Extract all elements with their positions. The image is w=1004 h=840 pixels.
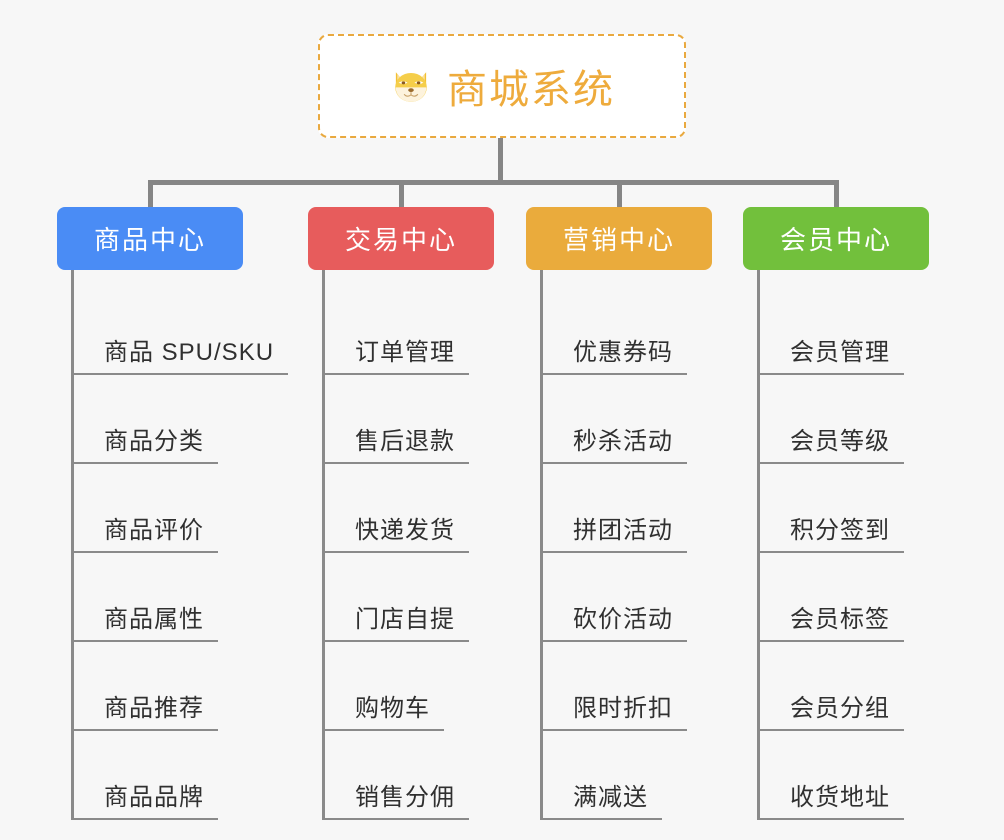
branch-column-product-center: 商品中心 商品 SPU/SKU 商品分类 商品评价 商品属性 商品推荐 商品品牌 bbox=[57, 207, 289, 820]
leaf-label: 售后退款 bbox=[355, 428, 455, 455]
leaf-item[interactable]: 收货地址 bbox=[760, 731, 929, 820]
leaf-label: 商品评价 bbox=[104, 517, 204, 544]
connector-drop-4 bbox=[834, 180, 839, 209]
branch-header-product-center[interactable]: 商品中心 bbox=[57, 207, 243, 270]
leaf-label: 商品品牌 bbox=[104, 784, 204, 811]
leaf-item[interactable]: 拼团活动 bbox=[543, 464, 712, 553]
leaf-item[interactable]: 商品分类 bbox=[74, 375, 288, 464]
leaf-label: 满减送 bbox=[573, 784, 648, 811]
branch-label: 商品中心 bbox=[93, 225, 206, 255]
branch-column-member-center: 会员中心 会员管理 会员等级 积分签到 会员标签 会员分组 收货地址 bbox=[743, 207, 929, 820]
leaf-label: 砍价活动 bbox=[573, 606, 673, 633]
leaf-list-trade-center: 订单管理 售后退款 快递发货 门店自提 购物车 销售分佣 bbox=[322, 270, 494, 820]
leaf-label: 快递发货 bbox=[355, 517, 455, 544]
leaf-label: 商品属性 bbox=[104, 606, 204, 633]
leaf-label: 积分签到 bbox=[790, 517, 890, 544]
leaf-label: 会员管理 bbox=[790, 339, 890, 366]
root-node-wrapper: 商城系统 bbox=[0, 34, 1004, 138]
leaf-item[interactable]: 秒杀活动 bbox=[543, 375, 712, 464]
branch-header-member-center[interactable]: 会员中心 bbox=[743, 207, 929, 270]
leaf-item[interactable]: 砍价活动 bbox=[543, 553, 712, 642]
leaf-item[interactable]: 限时折扣 bbox=[543, 642, 712, 731]
leaf-label: 拼团活动 bbox=[573, 517, 673, 544]
leaf-item[interactable]: 商品推荐 bbox=[74, 642, 288, 731]
leaf-label: 会员等级 bbox=[790, 428, 890, 455]
leaf-list-product-center: 商品 SPU/SKU 商品分类 商品评价 商品属性 商品推荐 商品品牌 bbox=[71, 270, 289, 820]
connector-horizontal-bar bbox=[148, 180, 838, 185]
leaf-item[interactable]: 购物车 bbox=[325, 642, 494, 731]
shiba-dog-face-icon bbox=[389, 64, 433, 108]
leaf-item[interactable]: 销售分佣 bbox=[325, 731, 494, 820]
connector-stem bbox=[498, 138, 503, 183]
leaf-label: 秒杀活动 bbox=[573, 428, 673, 455]
leaf-label: 购物车 bbox=[355, 695, 430, 722]
leaf-label: 订单管理 bbox=[355, 339, 455, 366]
leaf-label: 收货地址 bbox=[790, 784, 890, 811]
connector-drop-1 bbox=[148, 180, 153, 209]
branch-label: 营销中心 bbox=[562, 225, 675, 255]
leaf-label: 商品推荐 bbox=[104, 695, 204, 722]
leaf-item[interactable]: 会员分组 bbox=[760, 642, 929, 731]
leaf-label: 会员分组 bbox=[790, 695, 890, 722]
leaf-item[interactable]: 门店自提 bbox=[325, 553, 494, 642]
connector-drop-3 bbox=[617, 180, 622, 209]
leaf-item[interactable]: 优惠券码 bbox=[543, 286, 712, 375]
branch-columns: 商品中心 商品 SPU/SKU 商品分类 商品评价 商品属性 商品推荐 商品品牌… bbox=[0, 207, 1004, 840]
leaf-item[interactable]: 满减送 bbox=[543, 731, 712, 820]
branch-label: 交易中心 bbox=[344, 225, 457, 255]
leaf-item[interactable]: 售后退款 bbox=[325, 375, 494, 464]
leaf-label: 销售分佣 bbox=[355, 784, 455, 811]
leaf-item[interactable]: 积分签到 bbox=[760, 464, 929, 553]
leaf-item[interactable]: 会员等级 bbox=[760, 375, 929, 464]
leaf-label: 限时折扣 bbox=[573, 695, 673, 722]
leaf-item[interactable]: 商品属性 bbox=[74, 553, 288, 642]
leaf-item[interactable]: 商品评价 bbox=[74, 464, 288, 553]
root-title: 商城系统 bbox=[447, 68, 615, 112]
branch-column-marketing-center: 营销中心 优惠券码 秒杀活动 拼团活动 砍价活动 限时折扣 满减送 bbox=[526, 207, 712, 820]
leaf-list-marketing-center: 优惠券码 秒杀活动 拼团活动 砍价活动 限时折扣 满减送 bbox=[540, 270, 712, 820]
leaf-item[interactable]: 会员标签 bbox=[760, 553, 929, 642]
leaf-item[interactable]: 会员管理 bbox=[760, 286, 929, 375]
leaf-label: 优惠券码 bbox=[573, 339, 673, 366]
connector-drop-2 bbox=[399, 180, 404, 209]
leaf-label: 门店自提 bbox=[355, 606, 455, 633]
branch-header-marketing-center[interactable]: 营销中心 bbox=[526, 207, 712, 270]
leaf-item[interactable]: 商品品牌 bbox=[74, 731, 288, 820]
branch-column-trade-center: 交易中心 订单管理 售后退款 快递发货 门店自提 购物车 销售分佣 bbox=[308, 207, 494, 820]
leaf-label: 商品分类 bbox=[104, 428, 204, 455]
leaf-item[interactable]: 订单管理 bbox=[325, 286, 494, 375]
leaf-list-member-center: 会员管理 会员等级 积分签到 会员标签 会员分组 收货地址 bbox=[757, 270, 929, 820]
leaf-item[interactable]: 快递发货 bbox=[325, 464, 494, 553]
leaf-label: 会员标签 bbox=[790, 606, 890, 633]
root-node[interactable]: 商城系统 bbox=[318, 34, 686, 138]
leaf-label: 商品 SPU/SKU bbox=[104, 339, 275, 366]
leaf-item[interactable]: 商品 SPU/SKU bbox=[74, 286, 289, 375]
branch-header-trade-center[interactable]: 交易中心 bbox=[308, 207, 494, 270]
branch-label: 会员中心 bbox=[779, 225, 892, 255]
